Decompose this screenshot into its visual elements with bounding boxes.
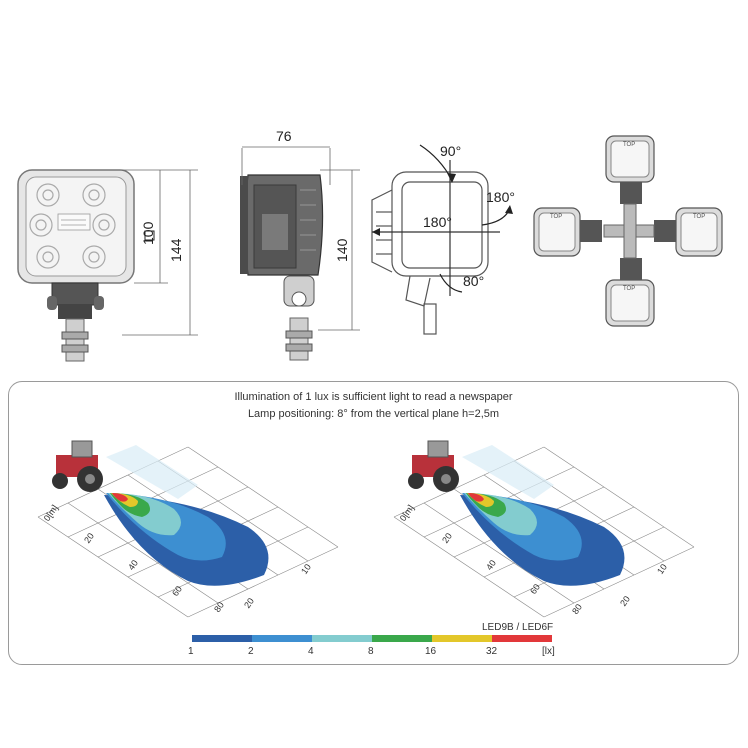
mount-bottom-label: TOP xyxy=(623,286,636,292)
illumination-diagrams xyxy=(37,440,695,642)
side-height-dimension: 140 xyxy=(334,238,350,262)
scale-tick-16: 16 xyxy=(425,646,437,657)
illumination-diagram-right xyxy=(393,440,695,618)
illumination-diagram-left xyxy=(37,440,339,618)
scale-unit-lx: [lx] xyxy=(542,646,555,657)
scale-tick-8: 8 xyxy=(368,646,374,657)
mounting-orientations xyxy=(533,135,723,327)
lamp-rotation-view xyxy=(371,144,511,335)
front-height-dimension: 144 xyxy=(168,238,184,262)
scale-tick-32: 32 xyxy=(486,646,498,657)
scale-tick-4: 4 xyxy=(308,646,314,657)
rotation-bottom-angle: 80° xyxy=(463,273,485,289)
scale-tick-1: 1 xyxy=(188,646,194,657)
lamp-front-view xyxy=(17,169,135,362)
scale-tick-2: 2 xyxy=(248,646,254,657)
product-drawings xyxy=(17,135,723,362)
front-square-dimension: 100 xyxy=(140,221,156,245)
model-label: LED9B / LED6F xyxy=(482,622,554,633)
rotation-top-angle: 90° xyxy=(440,143,462,159)
side-width-dimension: 76 xyxy=(276,128,292,144)
lux-scale-bar xyxy=(192,635,552,642)
lamp-side-view xyxy=(240,174,324,361)
front-dimension-lines xyxy=(122,169,198,336)
mount-top-label: TOP xyxy=(623,142,636,148)
mount-left-label: TOP xyxy=(550,214,563,220)
rotation-right-angle: 180° xyxy=(486,189,515,205)
caption-line-2: Lamp positioning: 8° from the vertical p… xyxy=(247,408,500,420)
side-dimension-lines xyxy=(241,146,360,331)
rotation-left-angle: 180° xyxy=(423,214,452,230)
caption-line-1: Illumination of 1 lux is sufficient ligh… xyxy=(234,391,513,403)
mount-right-label: TOP xyxy=(693,214,706,220)
